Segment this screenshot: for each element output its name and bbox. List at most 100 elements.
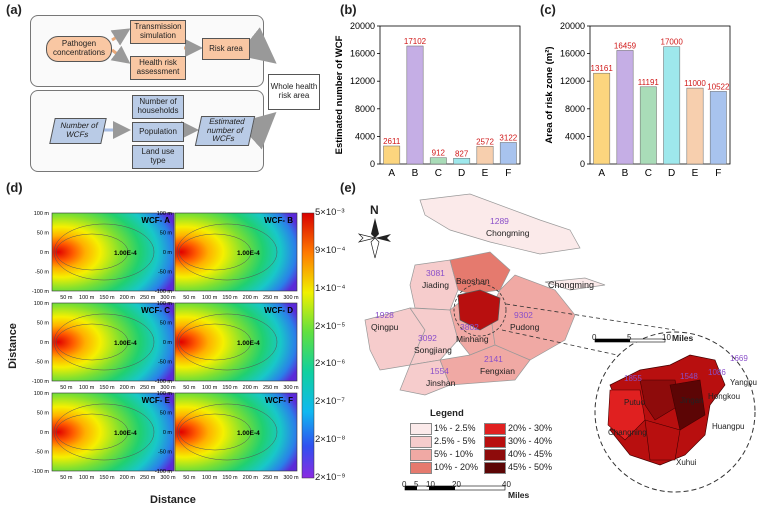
district-name: Baoshan xyxy=(456,276,490,286)
inset-district-name: Jingan xyxy=(680,396,704,405)
pathogen-box: Pathogen concentrations xyxy=(46,36,112,62)
inset-scale-unit: Miles xyxy=(672,333,694,343)
bar-value-label: 10522 xyxy=(707,82,730,91)
district-name: Qingpu xyxy=(371,322,399,332)
jinshan-district xyxy=(399,359,451,396)
north-arrow-icon xyxy=(357,218,391,259)
contour-label: 1.00E-4 xyxy=(237,340,260,347)
heatmap-x-tick: 200 m xyxy=(120,385,136,391)
colorbar-tick-label: 2×10⁻⁶ xyxy=(315,358,346,370)
x-tick-label: A xyxy=(388,168,395,179)
heatmap-y-tick: -100 m xyxy=(155,469,173,475)
heatmap-x-tick: 250 m xyxy=(140,475,156,481)
district-value: 2141 xyxy=(484,354,503,364)
heatmap-x-tick: 250 m xyxy=(263,385,279,391)
heatmap-x-tick: 50 m xyxy=(183,475,196,481)
heatmap-x-tick: 150 m xyxy=(99,385,115,391)
legend-label: 2.5% - 5% xyxy=(434,436,476,446)
heatmap-y-tick: -50 m xyxy=(35,360,49,366)
district-name: Pudong xyxy=(510,322,540,332)
heatmap-title: WCF- C xyxy=(141,306,170,315)
bar-D xyxy=(663,46,681,165)
heatmap-y-tick: -50 m xyxy=(158,270,172,276)
heatmap-x-tick: 300 m xyxy=(283,385,299,391)
heatmap-y-tick: -50 m xyxy=(158,360,172,366)
panel-c-label: (c) xyxy=(540,2,556,17)
inset-district-name: Yangpu xyxy=(730,378,757,387)
heatmap-y-tick: 100 m xyxy=(34,391,50,397)
legend-title: Legend xyxy=(430,408,464,419)
heatmap-y-tick: -100 m xyxy=(32,379,50,385)
heatmap-x-tick: 300 m xyxy=(160,475,176,481)
legend-label: 30% - 40% xyxy=(508,436,553,446)
contour-label: 1.00E-4 xyxy=(237,250,260,257)
legend-swatch xyxy=(484,449,506,461)
heatmap-x-tick: 50 m xyxy=(60,295,73,301)
contour-label: 1.00E-4 xyxy=(237,430,260,437)
heatmap-y-tick: -100 m xyxy=(155,379,173,385)
scale-tick: 20 xyxy=(452,480,461,489)
heatmap-x-tick: 300 m xyxy=(160,385,176,391)
inset-value: 1086 xyxy=(708,368,726,377)
legend-swatch xyxy=(484,462,506,474)
heatmap-x-tick: 250 m xyxy=(263,475,279,481)
y-tick-label: 0 xyxy=(370,159,375,169)
heatmap-y-tick: 0 m xyxy=(163,340,173,346)
heatmap-y-tick: 100 m xyxy=(157,391,173,397)
contour-label: 1.00E-4 xyxy=(114,250,137,257)
heatmap-title: WCF- B xyxy=(264,216,293,225)
heatmap-x-tick: 150 m xyxy=(99,295,115,301)
heatmap-x-tick: 200 m xyxy=(120,295,136,301)
colorbar-tick-label: 2×10⁻⁷ xyxy=(315,396,345,408)
bar-value-label: 3122 xyxy=(499,133,517,142)
bar-value-label: 17102 xyxy=(404,37,427,46)
heatmap-x-tick: 200 m xyxy=(243,385,259,391)
plot-frame xyxy=(379,25,521,165)
heatmap-y-tick: -50 m xyxy=(158,450,172,456)
land-use-box: Land use type xyxy=(132,145,184,169)
colorbar-tick-label: 2×10⁻⁵ xyxy=(315,320,346,332)
panel-a-label: (a) xyxy=(6,2,22,17)
heatmap-xlabel: Distance xyxy=(150,494,196,506)
y-tick-label: 12000 xyxy=(350,76,375,86)
x-tick-label: E xyxy=(692,168,699,179)
shanghai-map xyxy=(357,193,756,493)
scale-unit: Miles xyxy=(508,490,530,500)
heatmap-y-tick: 50 m xyxy=(160,321,173,327)
risk-area-box: Risk area xyxy=(202,38,250,60)
legend-label: 20% - 30% xyxy=(508,423,553,433)
heatmap-y-tick: 50 m xyxy=(37,411,50,417)
heatmap-x-tick: 250 m xyxy=(263,295,279,301)
bar-value-label: 17000 xyxy=(661,38,684,47)
inset-district-name: Changning xyxy=(608,428,647,437)
heatmap-y-tick: -100 m xyxy=(155,289,173,295)
heatmap-y-tick: 50 m xyxy=(37,321,50,327)
heatmap-y-tick: 0 m xyxy=(40,340,50,346)
bar-value-label: 11000 xyxy=(684,79,706,88)
legend-label: 45% - 50% xyxy=(508,462,553,472)
heatmap-x-tick: 250 m xyxy=(140,295,156,301)
heatmap-y-tick: 100 m xyxy=(157,301,173,307)
central-urban-area xyxy=(457,289,501,331)
inset-scale-tick: 0 xyxy=(592,333,597,342)
heatmap-x-tick: 200 m xyxy=(243,295,259,301)
x-tick-label: E xyxy=(482,168,489,179)
inset-scale-tick: 10 xyxy=(662,333,671,342)
y-tick-label: 8000 xyxy=(565,104,585,114)
heatmap-y-tick: 50 m xyxy=(37,231,50,237)
district-name: Fengxian xyxy=(480,366,515,376)
x-tick-label: D xyxy=(458,168,465,179)
district-value: 3092 xyxy=(418,333,437,343)
colorbar-tick-label: 5×10⁻³ xyxy=(315,207,345,218)
y-tick-label: 16000 xyxy=(560,49,585,59)
heatmap-x-tick: 100 m xyxy=(202,475,218,481)
bar-E xyxy=(476,146,494,165)
heatmap-x-tick: 200 m xyxy=(120,475,136,481)
north-label: N xyxy=(370,203,379,217)
x-tick-label: C xyxy=(645,168,652,179)
legend-label: 1% - 2.5% xyxy=(434,423,476,433)
heatmap-y-tick: 0 m xyxy=(163,250,173,256)
heatmap-x-tick: 100 m xyxy=(202,385,218,391)
